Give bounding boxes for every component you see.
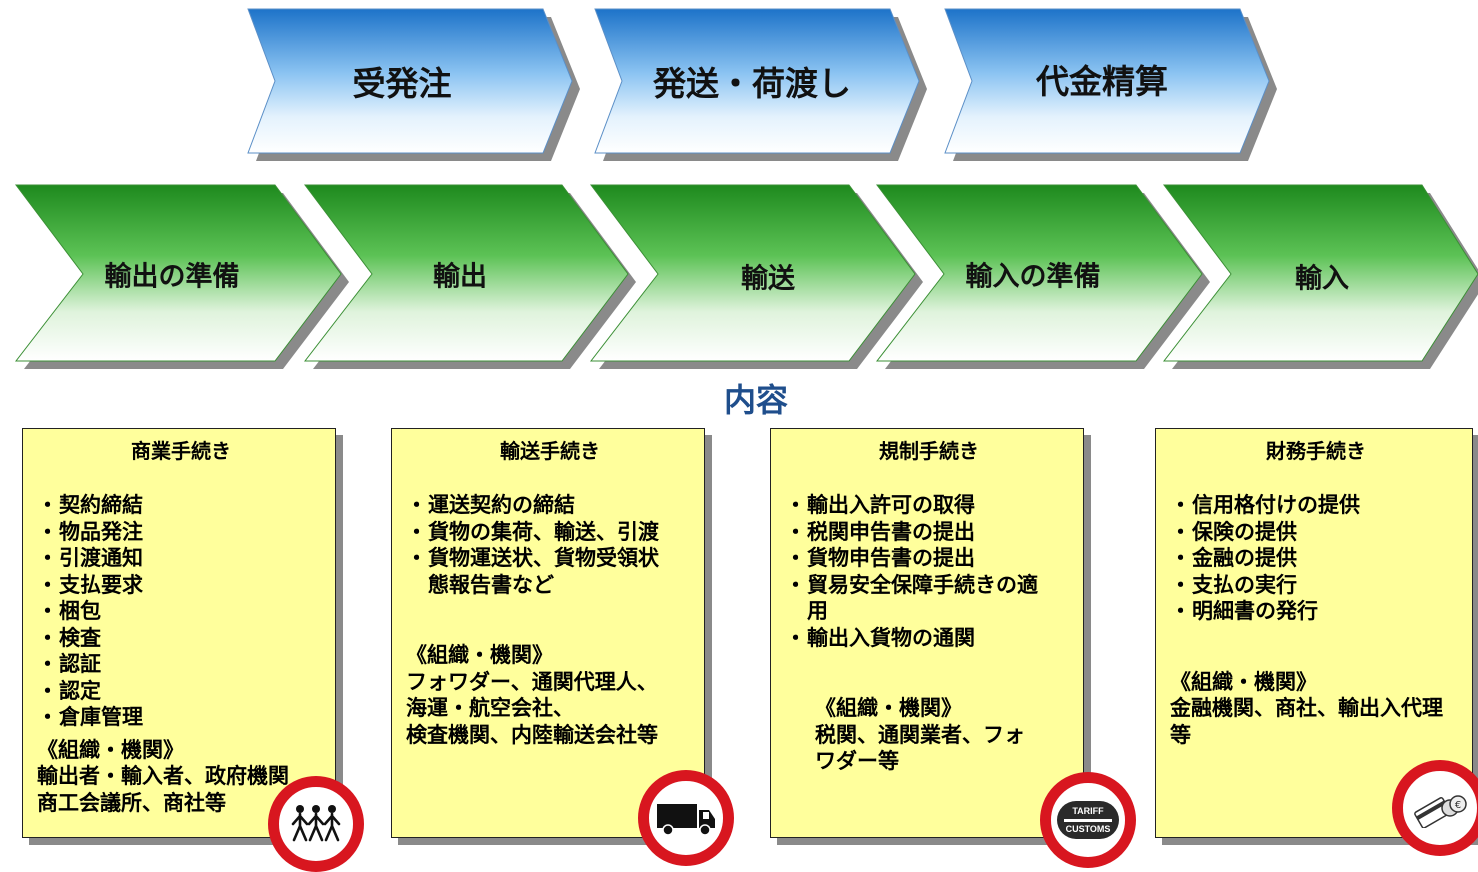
- customs-text: CUSTOMS: [1065, 823, 1111, 834]
- box-title: 輸送手続き: [500, 439, 600, 463]
- org-label: 《組織・機関》: [37, 737, 184, 762]
- stage-shipping-label: 発送・荷渡し: [653, 64, 851, 103]
- list-item: 運送契約の締結: [406, 492, 668, 519]
- process-chevrons: [14, 8, 1478, 369]
- list-item: 貿易安全保障手続きの適用: [785, 572, 1057, 625]
- tariff-text: TARIFF: [1072, 805, 1104, 816]
- org-label: 《組織・機関》: [1170, 669, 1317, 694]
- org-label: 《組織・機関》: [815, 696, 962, 720]
- list-item: 倉庫管理: [37, 704, 325, 731]
- stage-import-label: 輸入: [1295, 263, 1349, 295]
- list-item: 輸出入許可の取得: [785, 492, 1057, 519]
- regulatory-procedures-box: 規制手続き 輸出入許可の取得 税関申告書の提出 貨物申告書の提出 貿易安全保障手…: [770, 428, 1084, 838]
- list-item: 貨物の集荷、輸送、引渡: [406, 519, 668, 546]
- stage-export-prep-label: 輸出の準備: [104, 261, 240, 293]
- commercial-procedures-box: 商業手続き 契約締結 物品発注 引渡通知 支払要求 梱包 検査 認証 認定 倉庫…: [22, 428, 336, 838]
- list-item: 輸出入貨物の通関: [785, 625, 1057, 652]
- list-item: 検査: [37, 625, 325, 652]
- chevron-transport-shape: [589, 184, 916, 362]
- list-item: 金融の提供: [1170, 545, 1462, 572]
- stage-order-label: 受発注: [352, 64, 452, 103]
- item-list: 信用格付けの提供 保険の提供 金融の提供 支払の実行 明細書の発行: [1170, 492, 1462, 625]
- truck-icon: [638, 770, 734, 866]
- list-item: 認証: [37, 651, 325, 678]
- list-item: 引渡通知: [37, 545, 325, 572]
- svg-text:€: €: [1455, 800, 1461, 811]
- item-list: 輸出入許可の取得 税関申告書の提出 貨物申告書の提出 貿易安全保障手続きの適用 …: [785, 492, 1057, 651]
- tariff-sign: TARIFF CUSTOMS: [1057, 801, 1119, 839]
- org-text: 税関、通関業者、フォワダー等: [815, 722, 1025, 774]
- list-item: 物品発注: [37, 519, 325, 546]
- list-item: 明細書の発行: [1170, 598, 1462, 625]
- list-item: 支払要求: [37, 572, 325, 599]
- chevron-export-shape: [303, 184, 629, 362]
- list-item: 梱包: [37, 598, 325, 625]
- chevron-settlement-shape: [944, 8, 1270, 154]
- stage-import-prep-label: 輸入の準備: [965, 261, 1101, 293]
- stage-export-label: 輸出: [433, 261, 487, 293]
- org-label: 《組織・機関》: [406, 643, 553, 667]
- chevron-order-shape: [247, 8, 573, 154]
- box-title: 商業手続き: [131, 439, 231, 463]
- item-list: 運送契約の締結 貨物の集荷、輸送、引渡 貨物運送状、貨物受領状態報告書など: [406, 492, 668, 598]
- list-item: 税関申告書の提出: [785, 519, 1057, 546]
- list-item: 支払の実行: [1170, 572, 1462, 599]
- payment-card-coins-icon: €: [1392, 760, 1478, 856]
- list-item: 認定: [37, 678, 325, 705]
- box-title: 規制手続き: [879, 439, 979, 463]
- transport-procedures-box: 輸送手続き 運送契約の締結 貨物の集荷、輸送、引渡 貨物運送状、貨物受領状態報告…: [391, 428, 705, 838]
- pedestrians-icon: [268, 776, 364, 872]
- stage-settlement-label: 代金精算: [1036, 62, 1168, 101]
- list-item: 保険の提供: [1170, 519, 1462, 546]
- org-text: 金融機関、商社、輸出入代理等: [1170, 696, 1443, 747]
- chevron-export-prep-shape: [14, 184, 342, 362]
- chevron-shipping-shape: [594, 8, 920, 154]
- chevron-import-prep-shape: [875, 184, 1203, 362]
- org-text: 輸出者・輸入者、政府機関 商工会議所、商社等: [37, 764, 289, 815]
- list-item: 契約締結: [37, 492, 325, 519]
- chevron-import-shape: [1162, 184, 1478, 362]
- item-list: 契約締結 物品発注 引渡通知 支払要求 梱包 検査 認証 認定 倉庫管理: [37, 492, 325, 731]
- content-heading: 内容: [723, 381, 789, 419]
- org-text: フォワダー、通関代理人、 海運・航空会社、 検査機関、内陸輸送会社等: [406, 669, 658, 747]
- stage-transport-label: 輸送: [741, 263, 795, 295]
- list-item: 信用格付けの提供: [1170, 492, 1462, 519]
- list-item: 貨物申告書の提出: [785, 545, 1057, 572]
- list-item: 貨物運送状、貨物受領状態報告書など: [406, 545, 668, 598]
- box-title: 財務手続き: [1266, 439, 1366, 463]
- customs-tariff-icon: TARIFF CUSTOMS: [1040, 772, 1136, 868]
